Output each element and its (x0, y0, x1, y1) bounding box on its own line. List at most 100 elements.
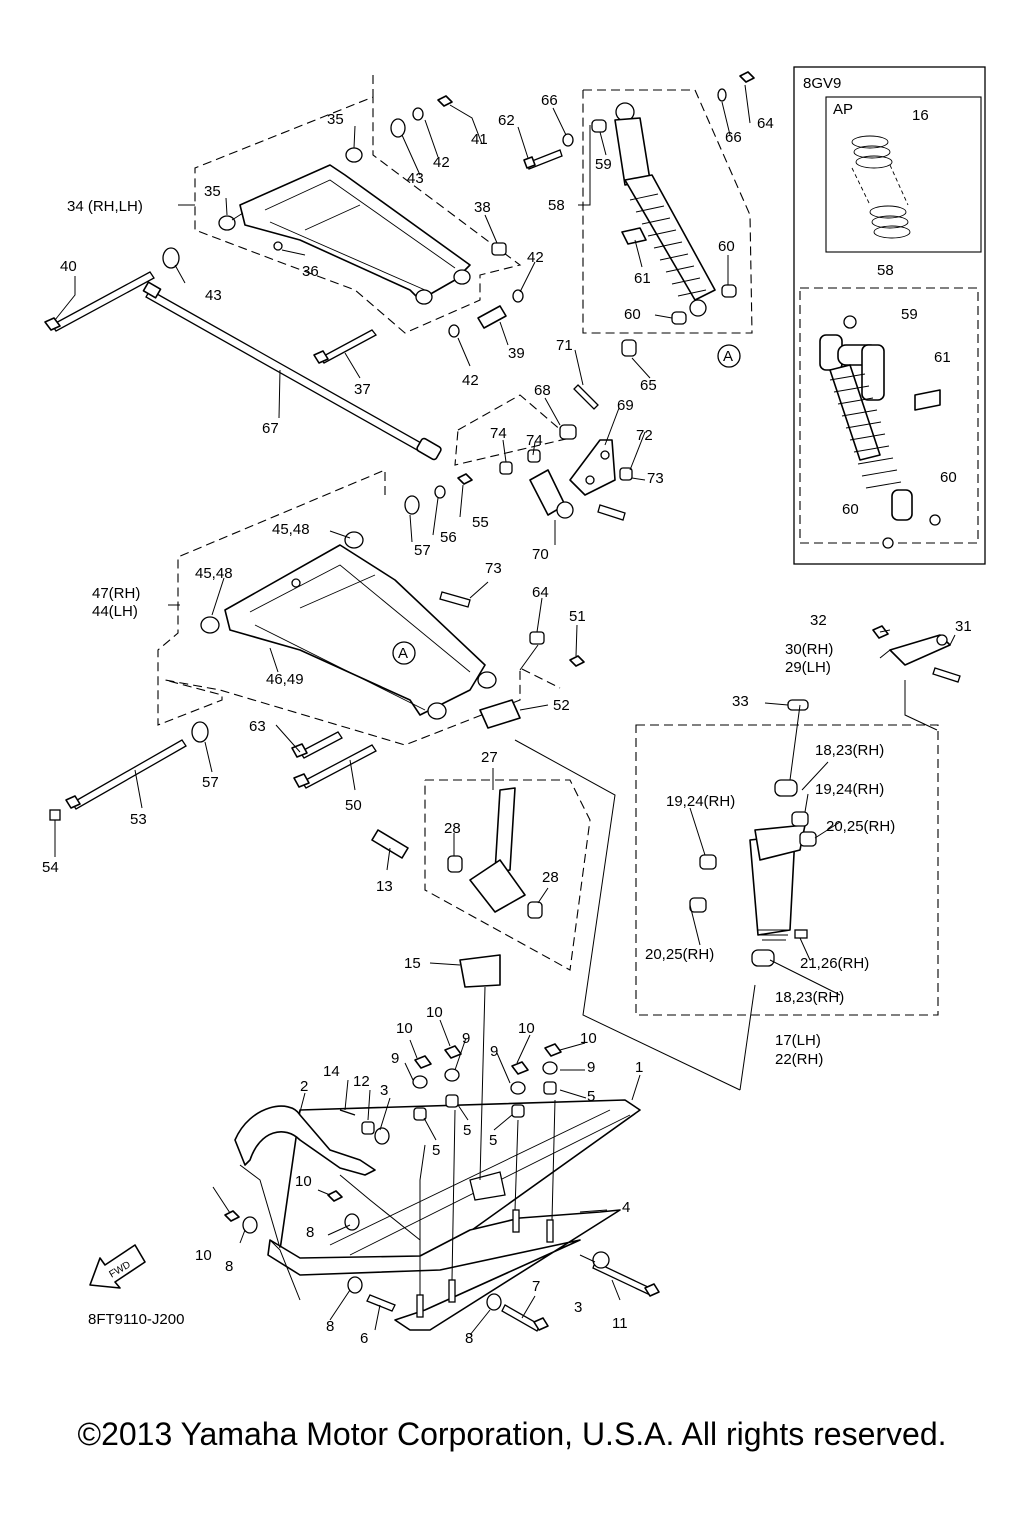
shock-mount (499, 384, 633, 521)
label-66: 66 (725, 129, 742, 146)
copyright-notice: ©2013 Yamaha Motor Corporation, U.S.A. A… (77, 1416, 947, 1452)
label-10: 10 (195, 1247, 212, 1264)
label-71: 71 (556, 337, 573, 354)
label-10: 10 (518, 1020, 535, 1037)
ski-assembly (224, 1043, 660, 1332)
label-55: 55 (472, 514, 489, 531)
label-11: 11 (612, 1315, 628, 1332)
label-20: 20,25(RH) (645, 946, 714, 963)
label-36: 36 (302, 263, 319, 280)
label-66: 66 (541, 92, 558, 109)
label-35: 35 (327, 111, 344, 128)
label-10: 10 (295, 1173, 312, 1190)
label-10: 10 (426, 1004, 443, 1021)
label-43: 43 (407, 170, 424, 187)
label-20: 20,25(RH) (826, 818, 895, 835)
label-74: 74 (490, 425, 507, 442)
label-56: 56 (440, 529, 457, 546)
label-19: 19,24(RH) (666, 793, 735, 810)
label-8: 8 (326, 1318, 334, 1335)
label-16: 16 (912, 107, 929, 124)
label-7: 7 (532, 1278, 540, 1295)
steering-column (689, 625, 961, 967)
label-30: 30(RH) (785, 641, 833, 658)
label-60: 60 (940, 469, 957, 486)
fwd-arrow-icon: FWD (89, 1244, 146, 1289)
label-29: 29(LH) (785, 659, 831, 676)
label-52: 52 (553, 697, 570, 714)
label-8: 8 (225, 1258, 233, 1275)
label-18: 18,23(RH) (775, 989, 844, 1006)
label-18: 18,23(RH) (815, 742, 884, 759)
label-41: 41 (471, 131, 488, 148)
shock-absorber-variant (819, 315, 941, 549)
upper-arm (44, 95, 524, 364)
label-27: 27 (481, 749, 498, 766)
label-28: 28 (542, 869, 559, 886)
label-67: 67 (262, 420, 279, 437)
label-34: 34 (RH,LH) (67, 198, 143, 215)
label-65: 65 (640, 377, 657, 394)
label-60: 60 (624, 306, 641, 323)
label-19: 19,24(RH) (815, 781, 884, 798)
label-57: 57 (414, 542, 431, 559)
label-53: 53 (130, 811, 147, 828)
label-31: 31 (955, 618, 972, 635)
label-39: 39 (508, 345, 525, 362)
label-60: 60 (842, 501, 859, 518)
label-42: 42 (433, 154, 450, 171)
drawing-code: 8FT9110-J200 (88, 1311, 184, 1328)
label-12: 12 (353, 1073, 370, 1090)
label-69: 69 (617, 397, 634, 414)
label-32: 32 (810, 612, 827, 629)
label-2: 2 (300, 1078, 308, 1095)
label-58: 58 (877, 262, 894, 279)
label-6: 6 (360, 1330, 368, 1347)
label-72: 72 (636, 427, 653, 444)
label-42: 42 (462, 372, 479, 389)
shock-absorber: A (523, 71, 755, 368)
label-61: 61 (634, 270, 651, 287)
label-70: 70 (532, 546, 549, 563)
label-54: 54 (42, 859, 59, 876)
label-35: 35 (204, 183, 221, 200)
label-9: 9 (391, 1050, 399, 1067)
label-45: 45,48 (195, 565, 233, 582)
label-4: 4 (622, 1199, 630, 1216)
label-10: 10 (396, 1020, 413, 1037)
label-9: 9 (462, 1030, 470, 1047)
leader-lines (54, 84, 956, 1336)
label-9: 9 (490, 1043, 498, 1060)
spindle (371, 787, 543, 988)
label-46: 46,49 (266, 671, 304, 688)
label-45: 45,48 (272, 521, 310, 538)
label-73: 73 (647, 470, 664, 487)
label-22: 22(RH) (775, 1051, 823, 1068)
label-15: 15 (404, 955, 421, 972)
lower-arm: A (49, 473, 585, 821)
label-74: 74 (526, 432, 543, 449)
variant-box-subtitle: AP (833, 101, 853, 118)
variant-box-title: 8GV9 (803, 75, 841, 92)
spring-part (851, 135, 911, 239)
label-59: 59 (901, 306, 918, 323)
variant-box: 8GV9 AP (793, 66, 986, 565)
label-21: 21,26(RH) (800, 955, 869, 972)
label-10: 10 (580, 1030, 597, 1047)
tie-rod (142, 281, 442, 461)
label-61: 61 (934, 349, 951, 366)
label-64: 64 (757, 115, 774, 132)
label-17: 17(LH) (775, 1032, 821, 1049)
label-63: 63 (249, 718, 266, 735)
label-64: 64 (532, 584, 549, 601)
label-37: 37 (354, 381, 371, 398)
label-57: 57 (202, 774, 219, 791)
label-1: 1 (635, 1059, 643, 1076)
label-51: 51 (569, 608, 586, 625)
label-33: 33 (732, 693, 749, 710)
label-58: 58 (548, 197, 565, 214)
label-8: 8 (306, 1224, 314, 1241)
label-3: 3 (574, 1299, 582, 1316)
label-8: 8 (465, 1330, 473, 1347)
